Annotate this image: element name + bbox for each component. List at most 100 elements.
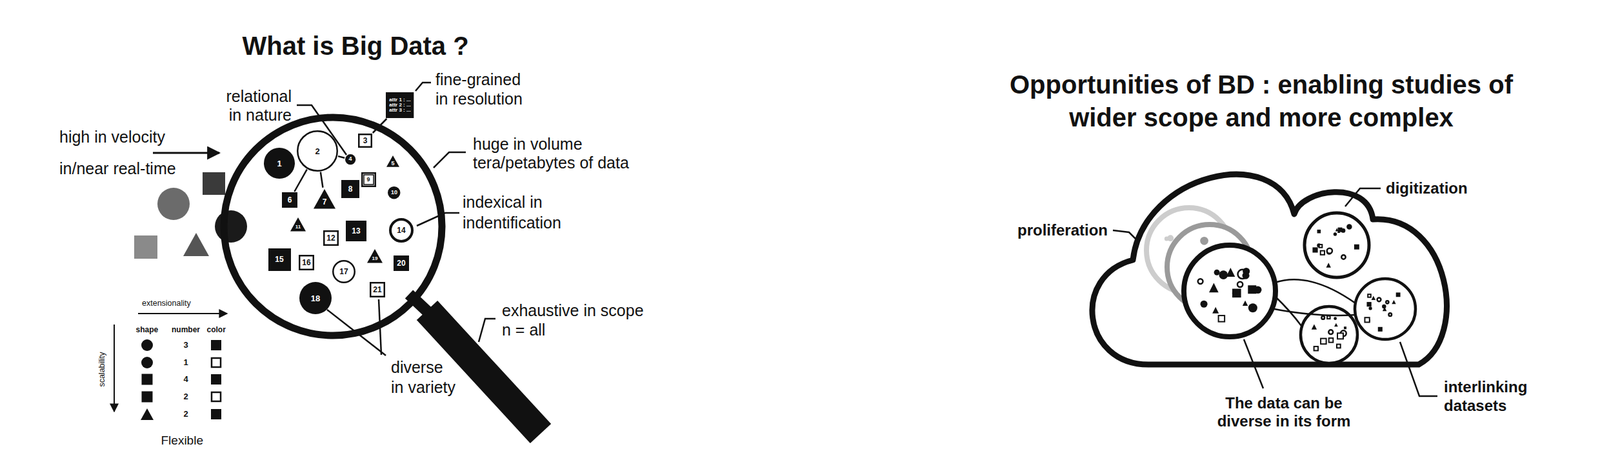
data-item-shape: 17 (332, 260, 356, 284)
circle-shape (332, 260, 355, 283)
leader-line (327, 309, 386, 356)
shape-text-block: 21 (372, 285, 382, 294)
data-dot (1242, 300, 1248, 306)
table-glyph (140, 408, 154, 420)
color-swatch-glyph (210, 340, 222, 351)
cloud-callout: The data can be diverse in its form (1216, 394, 1352, 431)
data-dot (1381, 304, 1387, 310)
data-dot (1388, 312, 1392, 317)
data-circle (1183, 245, 1276, 337)
data-item-shape: 2 (296, 130, 339, 172)
circle-shape (345, 154, 356, 165)
property-callout: exhaustive in scope (501, 300, 644, 320)
data-dot (1237, 281, 1243, 288)
shape-text-block: 19 (372, 256, 379, 262)
axis-label: extensionality (141, 298, 191, 309)
item-number: 5 (390, 160, 395, 167)
cloud-callout: digitization (1385, 179, 1468, 199)
shape-text-block: 11 (295, 224, 301, 230)
data-dot (1232, 289, 1242, 299)
item-number: 1 (276, 159, 282, 168)
data-item-shape: 10 (387, 186, 400, 199)
data-dot (1321, 316, 1325, 320)
table-header: color (207, 325, 226, 335)
shape-text-block: 9 (366, 176, 370, 183)
data-item-shape: 8 (341, 180, 360, 199)
item-number: 6 (287, 196, 293, 204)
property-callout: relational in nature (223, 87, 292, 125)
table-cell: 4 (183, 374, 189, 385)
property-callout: tera/petabytes of data (472, 152, 630, 173)
data-dot (1164, 236, 1170, 242)
data-item-shape: 14 (389, 218, 414, 243)
square-shape (323, 230, 339, 246)
leader-line (433, 152, 466, 168)
data-circles (1146, 207, 1416, 364)
data-dot (1334, 323, 1339, 328)
cloud-outline (1092, 174, 1447, 365)
shape-text-block: 13 (351, 227, 360, 235)
data-item-shape: 5 (385, 154, 400, 168)
square-shape (385, 92, 414, 119)
table-cell: 2 (183, 409, 189, 420)
item-number: 15 (274, 255, 284, 264)
square-shape (358, 134, 372, 148)
data-dot (1200, 300, 1208, 308)
axis-label: scalability (97, 351, 108, 387)
relation-line (338, 156, 345, 159)
shape-text-block: 15 (274, 255, 284, 264)
data-item-shape: 21 (369, 281, 386, 298)
property-callout: fine-grained in resolution (435, 69, 525, 109)
property-callout: in/near real-time (59, 158, 177, 179)
data-dot (1368, 306, 1372, 310)
data-dot (1341, 254, 1346, 259)
triangle-shape (290, 217, 306, 231)
data-dot (1219, 270, 1229, 280)
data-dot (1248, 303, 1258, 313)
color-swatch-glyph (211, 392, 221, 402)
velocity-arrow (152, 152, 220, 155)
circle-shape (297, 130, 338, 171)
shape-text-block: 10 (390, 189, 398, 196)
magnifier-lens (223, 117, 442, 336)
data-dot (1327, 248, 1333, 254)
relation-line (320, 172, 324, 188)
table-header: number (171, 325, 200, 335)
cloud-callout: proliferation (1017, 221, 1108, 240)
leader-line (1400, 341, 1438, 397)
circle-shape (387, 186, 400, 199)
circle-shape (299, 281, 332, 315)
data-item-shape: 18 (299, 281, 332, 315)
item-number: 16 (301, 258, 311, 267)
circle-shape (390, 219, 413, 242)
item-number: 17 (339, 267, 348, 276)
data-dot (1312, 247, 1318, 253)
data-item-shape: 3 (358, 133, 373, 148)
data-dot (1214, 269, 1220, 276)
data-dot (1218, 315, 1226, 322)
circle-shape (263, 147, 295, 179)
item-number: 14 (396, 226, 406, 235)
leader-line (416, 212, 460, 226)
cloud-callout: interlinking datasets (1443, 378, 1530, 416)
item-number: 18 (310, 294, 320, 303)
data-dot (1326, 262, 1331, 268)
table-glyph (141, 356, 153, 369)
item-number: 4 (348, 156, 352, 162)
shape-text-block: 12 (326, 234, 335, 242)
data-dot (1319, 244, 1323, 248)
data-dot (1327, 316, 1330, 319)
attribute-box: attr 1 : ...attr 2 : ...attr 3 : ... (385, 92, 414, 119)
data-circle-ring (1354, 278, 1416, 340)
data-item-shape: 6 (281, 192, 298, 208)
grey-square (134, 235, 158, 259)
property-callout: huge in volume (472, 134, 583, 154)
data-dot (1378, 327, 1383, 332)
attribute-text: attr 2 : ... (389, 102, 411, 108)
data-circle-ring (1304, 212, 1370, 278)
property-callout: high in velocity (59, 127, 166, 147)
data-dot (1377, 297, 1382, 302)
data-dot (1231, 288, 1237, 293)
